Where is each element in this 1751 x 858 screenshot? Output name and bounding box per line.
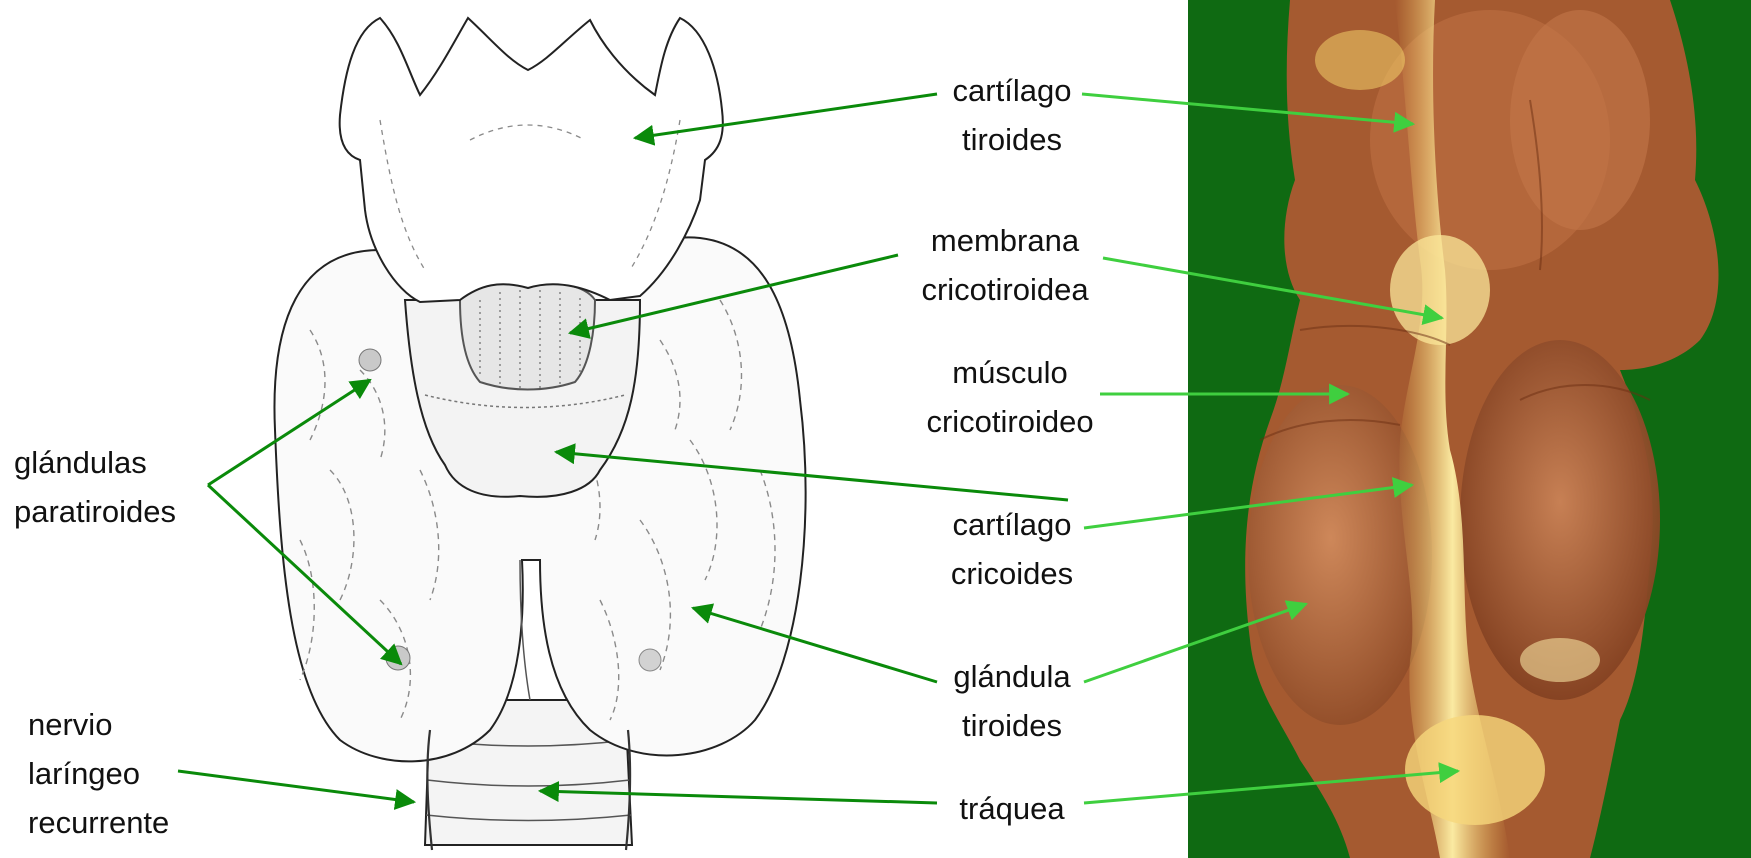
label-recurrent-laryngeal-nerve-line-1: nervio [28, 700, 169, 749]
label-cricoid-cartilage-line-1: cartílago [912, 500, 1112, 549]
label-cricoid-cartilage: cartílago cricoides [912, 500, 1112, 598]
label-cricothyroid-membrane: membrana cricotiroidea [880, 216, 1130, 314]
label-thyroid-gland: glándula tiroides [912, 652, 1112, 750]
label-parathyroid-glands: glándulas paratiroides [14, 438, 176, 536]
label-recurrent-laryngeal-nerve-line-3: recurrente [28, 798, 169, 847]
dissection-photo [1188, 0, 1751, 858]
label-thyroid-cartilage-line-2: tiroides [912, 115, 1112, 164]
label-thyroid-gland-line-2: tiroides [912, 701, 1112, 750]
label-recurrent-laryngeal-nerve-line-2: laríngeo [28, 749, 169, 798]
label-cricothyroid-muscle-line-2: cricotiroideo [890, 397, 1130, 446]
label-parathyroid-glands-line-1: glándulas [14, 438, 176, 487]
label-thyroid-cartilage-line-1: cartílago [912, 66, 1112, 115]
label-recurrent-laryngeal-nerve: nervio laríngeo recurrente [28, 700, 169, 847]
label-trachea: tráquea [912, 784, 1112, 833]
larynx-drawing [274, 18, 805, 850]
label-cricothyroid-muscle-line-1: músculo [890, 348, 1130, 397]
label-parathyroid-glands-line-2: paratiroides [14, 487, 176, 536]
cricothyroid-membrane-drawing [460, 280, 595, 390]
label-thyroid-gland-line-1: glándula [912, 652, 1112, 701]
label-cricothyroid-membrane-line-2: cricotiroidea [880, 265, 1130, 314]
label-cricothyroid-membrane-line-1: membrana [880, 216, 1130, 265]
label-cricothyroid-muscle: músculo cricotiroideo [890, 348, 1130, 446]
label-thyroid-cartilage: cartílago tiroides [912, 66, 1112, 164]
label-cricoid-cartilage-line-2: cricoides [912, 549, 1112, 598]
thyroid-cartilage-drawing [340, 18, 723, 302]
label-trachea-line-1: tráquea [912, 784, 1112, 833]
